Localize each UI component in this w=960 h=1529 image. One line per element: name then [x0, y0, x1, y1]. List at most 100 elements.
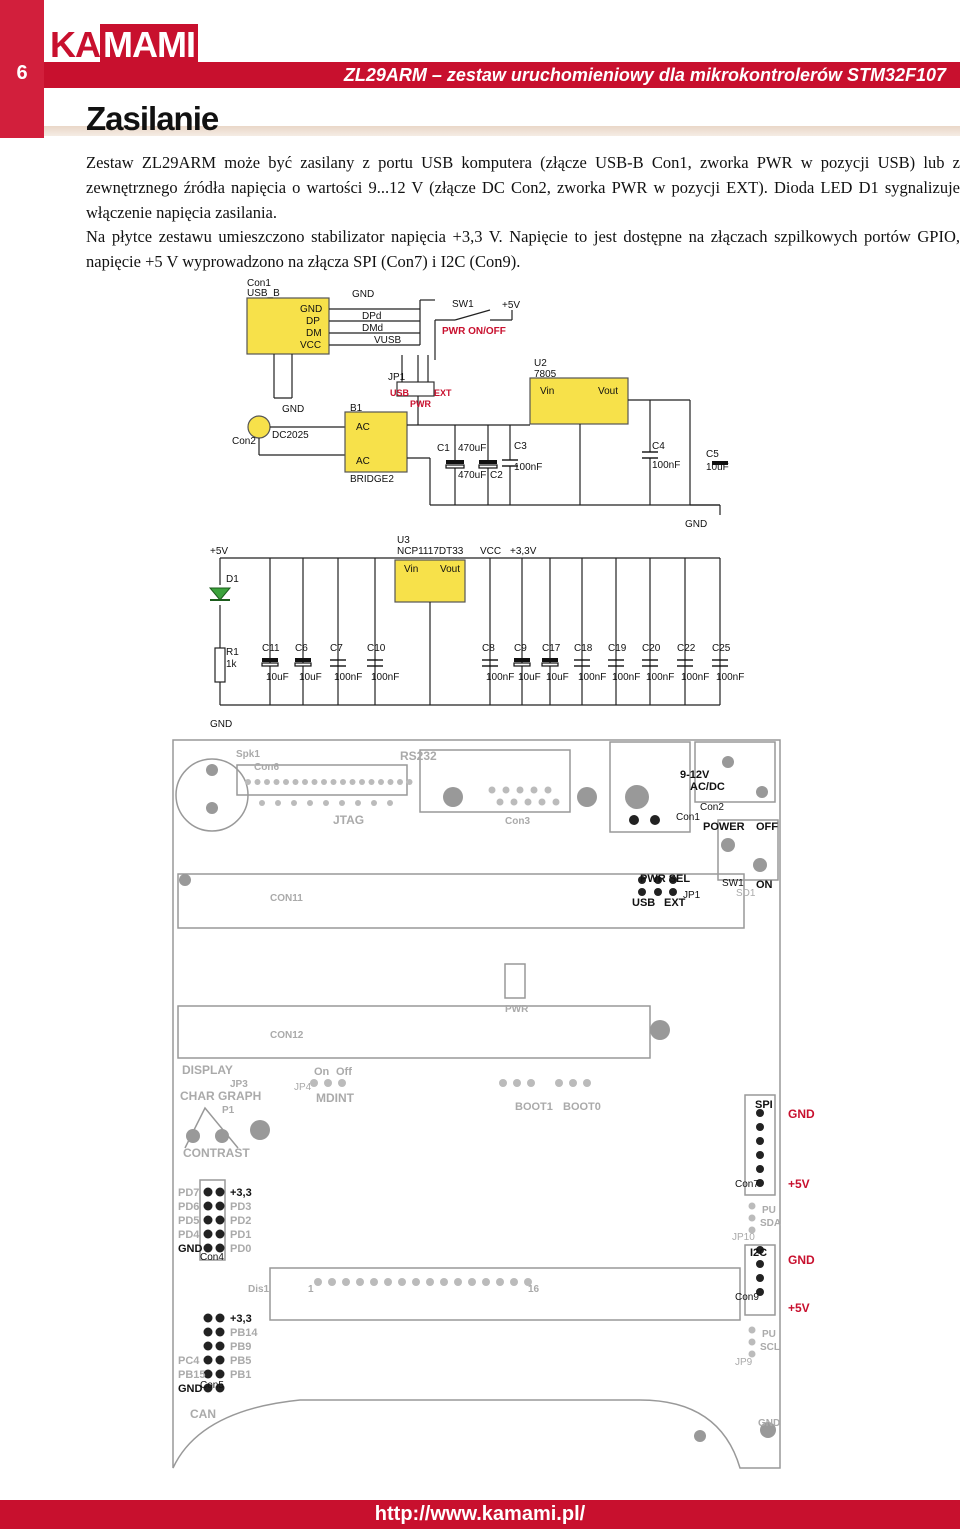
title-bar: ZL29ARM – zestaw uruchomieniowy dla mikr… — [44, 62, 960, 88]
con4-pin-right-4: PD0 — [230, 1243, 251, 1255]
cap-name-c8: C8 — [482, 643, 495, 654]
con4-pin-left-0: PD7 — [178, 1187, 199, 1199]
con4-pin-right-2: PD2 — [230, 1215, 251, 1227]
pcb-pad — [356, 1278, 364, 1286]
pcb-pad — [397, 779, 403, 785]
pcb-pad — [302, 779, 308, 785]
footer: http://www.kamami.pl/ — [0, 1500, 960, 1529]
pcb-can: CAN — [190, 1407, 216, 1421]
cap-name-c20: C20 — [642, 643, 661, 654]
pcb-display: DISPLAY — [182, 1063, 233, 1077]
cap-name-c25: C25 — [712, 643, 731, 654]
label-r1: R1 — [226, 647, 239, 658]
pcb-on: On — [314, 1066, 330, 1078]
label-pwr: PWR — [410, 399, 431, 409]
cap-value-c17: 10uF — [546, 672, 569, 683]
label-sw1: SW1 — [452, 299, 474, 310]
pcb-pwr: PWR — [505, 1004, 529, 1015]
pcb-pad — [756, 1165, 764, 1173]
pcb-pad — [412, 1278, 420, 1286]
label-u3-vout: Vout — [440, 564, 460, 575]
page-header: 6 KAMAMI ZL29ARM – zestaw uruchomieniowy… — [0, 0, 960, 138]
cap-name-c9: C9 — [514, 643, 527, 654]
pcb-pad — [273, 779, 280, 785]
pcb-con6: Con6 — [254, 762, 279, 773]
label-d1: D1 — [226, 574, 239, 585]
cap-value-c9: 10uF — [518, 672, 541, 683]
label-gnd-bottom: GND — [210, 719, 232, 730]
label-u2-vout: Vout — [598, 386, 618, 397]
pcb-pu1: PU — [762, 1205, 776, 1216]
section-bar — [44, 126, 960, 136]
cap-name-c11: C11 — [262, 643, 280, 654]
pcb-pad — [371, 800, 377, 806]
pcb-ext: EXT — [664, 897, 686, 909]
cap-name-c17: C17 — [542, 643, 561, 654]
pcb-pad — [321, 779, 327, 785]
label-u3-vin: Vin — [404, 564, 418, 575]
label-b1: B1 — [350, 403, 363, 414]
pcb-power: POWER — [703, 821, 745, 833]
pcb-rs232: RS232 — [400, 749, 437, 763]
cap-value-c22: 100nF — [681, 672, 709, 683]
label-vusb: VUSB — [374, 335, 402, 346]
label-c2: C2 — [490, 470, 503, 481]
pcb-pad — [314, 1278, 322, 1286]
pcb-con7: Con7 — [735, 1179, 759, 1190]
pcb-jp3: JP3 — [230, 1079, 248, 1090]
pcb-pad — [307, 800, 313, 806]
footer-url[interactable]: http://www.kamami.pl/ — [374, 1503, 586, 1525]
red-gnd-1: GND — [788, 1107, 815, 1121]
pcb-jp9: JP9 — [735, 1357, 753, 1368]
pcb-pad — [203, 1229, 213, 1239]
pcb-pad — [510, 798, 518, 806]
pcb-pad — [748, 1214, 756, 1222]
pcb-pad — [310, 1079, 318, 1087]
pcb-pad — [488, 786, 496, 794]
page-number-tab: 6 — [0, 0, 44, 138]
pcb-pad — [756, 1260, 764, 1268]
pcb-pad — [323, 800, 329, 806]
label-c4-val: 100nF — [652, 460, 680, 471]
pcb-pad — [203, 1313, 213, 1323]
pcb-dis1: Dis1 — [248, 1284, 270, 1295]
pcb-pad — [339, 800, 345, 806]
pcb-pad — [259, 800, 265, 806]
label-r1-val: 1k — [226, 659, 238, 670]
pcb-pad — [370, 1278, 378, 1286]
label-c2-val: 470uF — [458, 470, 486, 481]
pcb-off-sw: OFF — [756, 821, 778, 833]
pcb-pad — [756, 1123, 764, 1131]
cap-name-c10: C10 — [367, 643, 386, 654]
label-u3: U3 — [397, 535, 410, 546]
logo-left: KA — [50, 24, 101, 65]
con5-pin-right-3: PB5 — [230, 1355, 251, 1367]
pcb-pad — [330, 779, 337, 785]
pcb-acdc: AC/DC — [690, 781, 725, 793]
cap-name-c19: C19 — [608, 643, 627, 654]
pcb-gnd: GND — [758, 1418, 780, 1429]
cap-value-c11: 10uF — [266, 672, 289, 683]
cap-value-c8: 100nF — [486, 672, 514, 683]
pcb-pad — [203, 1243, 213, 1253]
pcb-pad — [203, 1215, 213, 1225]
label-3v3: +3,3V — [510, 546, 537, 557]
cap-value-c7: 100nF — [334, 672, 362, 683]
pcb-pad — [524, 1278, 532, 1286]
label-c1: C1 — [437, 443, 450, 454]
pcb-pad — [378, 779, 384, 785]
pcb-912v: 9-12V — [680, 769, 710, 781]
pcb-layout: Spk1 Con6 RS232 JTAG Con3 CON11 CON12 PW… — [172, 739, 815, 1469]
pcb-con9: Con9 — [735, 1292, 759, 1303]
pcb-pad — [756, 1109, 764, 1117]
label-gnd: GND — [300, 304, 322, 315]
pcb-pad — [215, 1327, 225, 1337]
section-title: Zasilanie — [86, 100, 219, 137]
cap-value-c19: 100nF — [612, 672, 640, 683]
pcb-con1-label: Con1 — [676, 812, 700, 823]
con5-pin-left-3: PC4 — [178, 1355, 200, 1367]
label-con2: Con2 — [232, 436, 256, 447]
pcb-pad — [368, 779, 375, 785]
pcb-pad — [583, 1079, 591, 1087]
label-5v-sw: +5V — [502, 300, 520, 311]
